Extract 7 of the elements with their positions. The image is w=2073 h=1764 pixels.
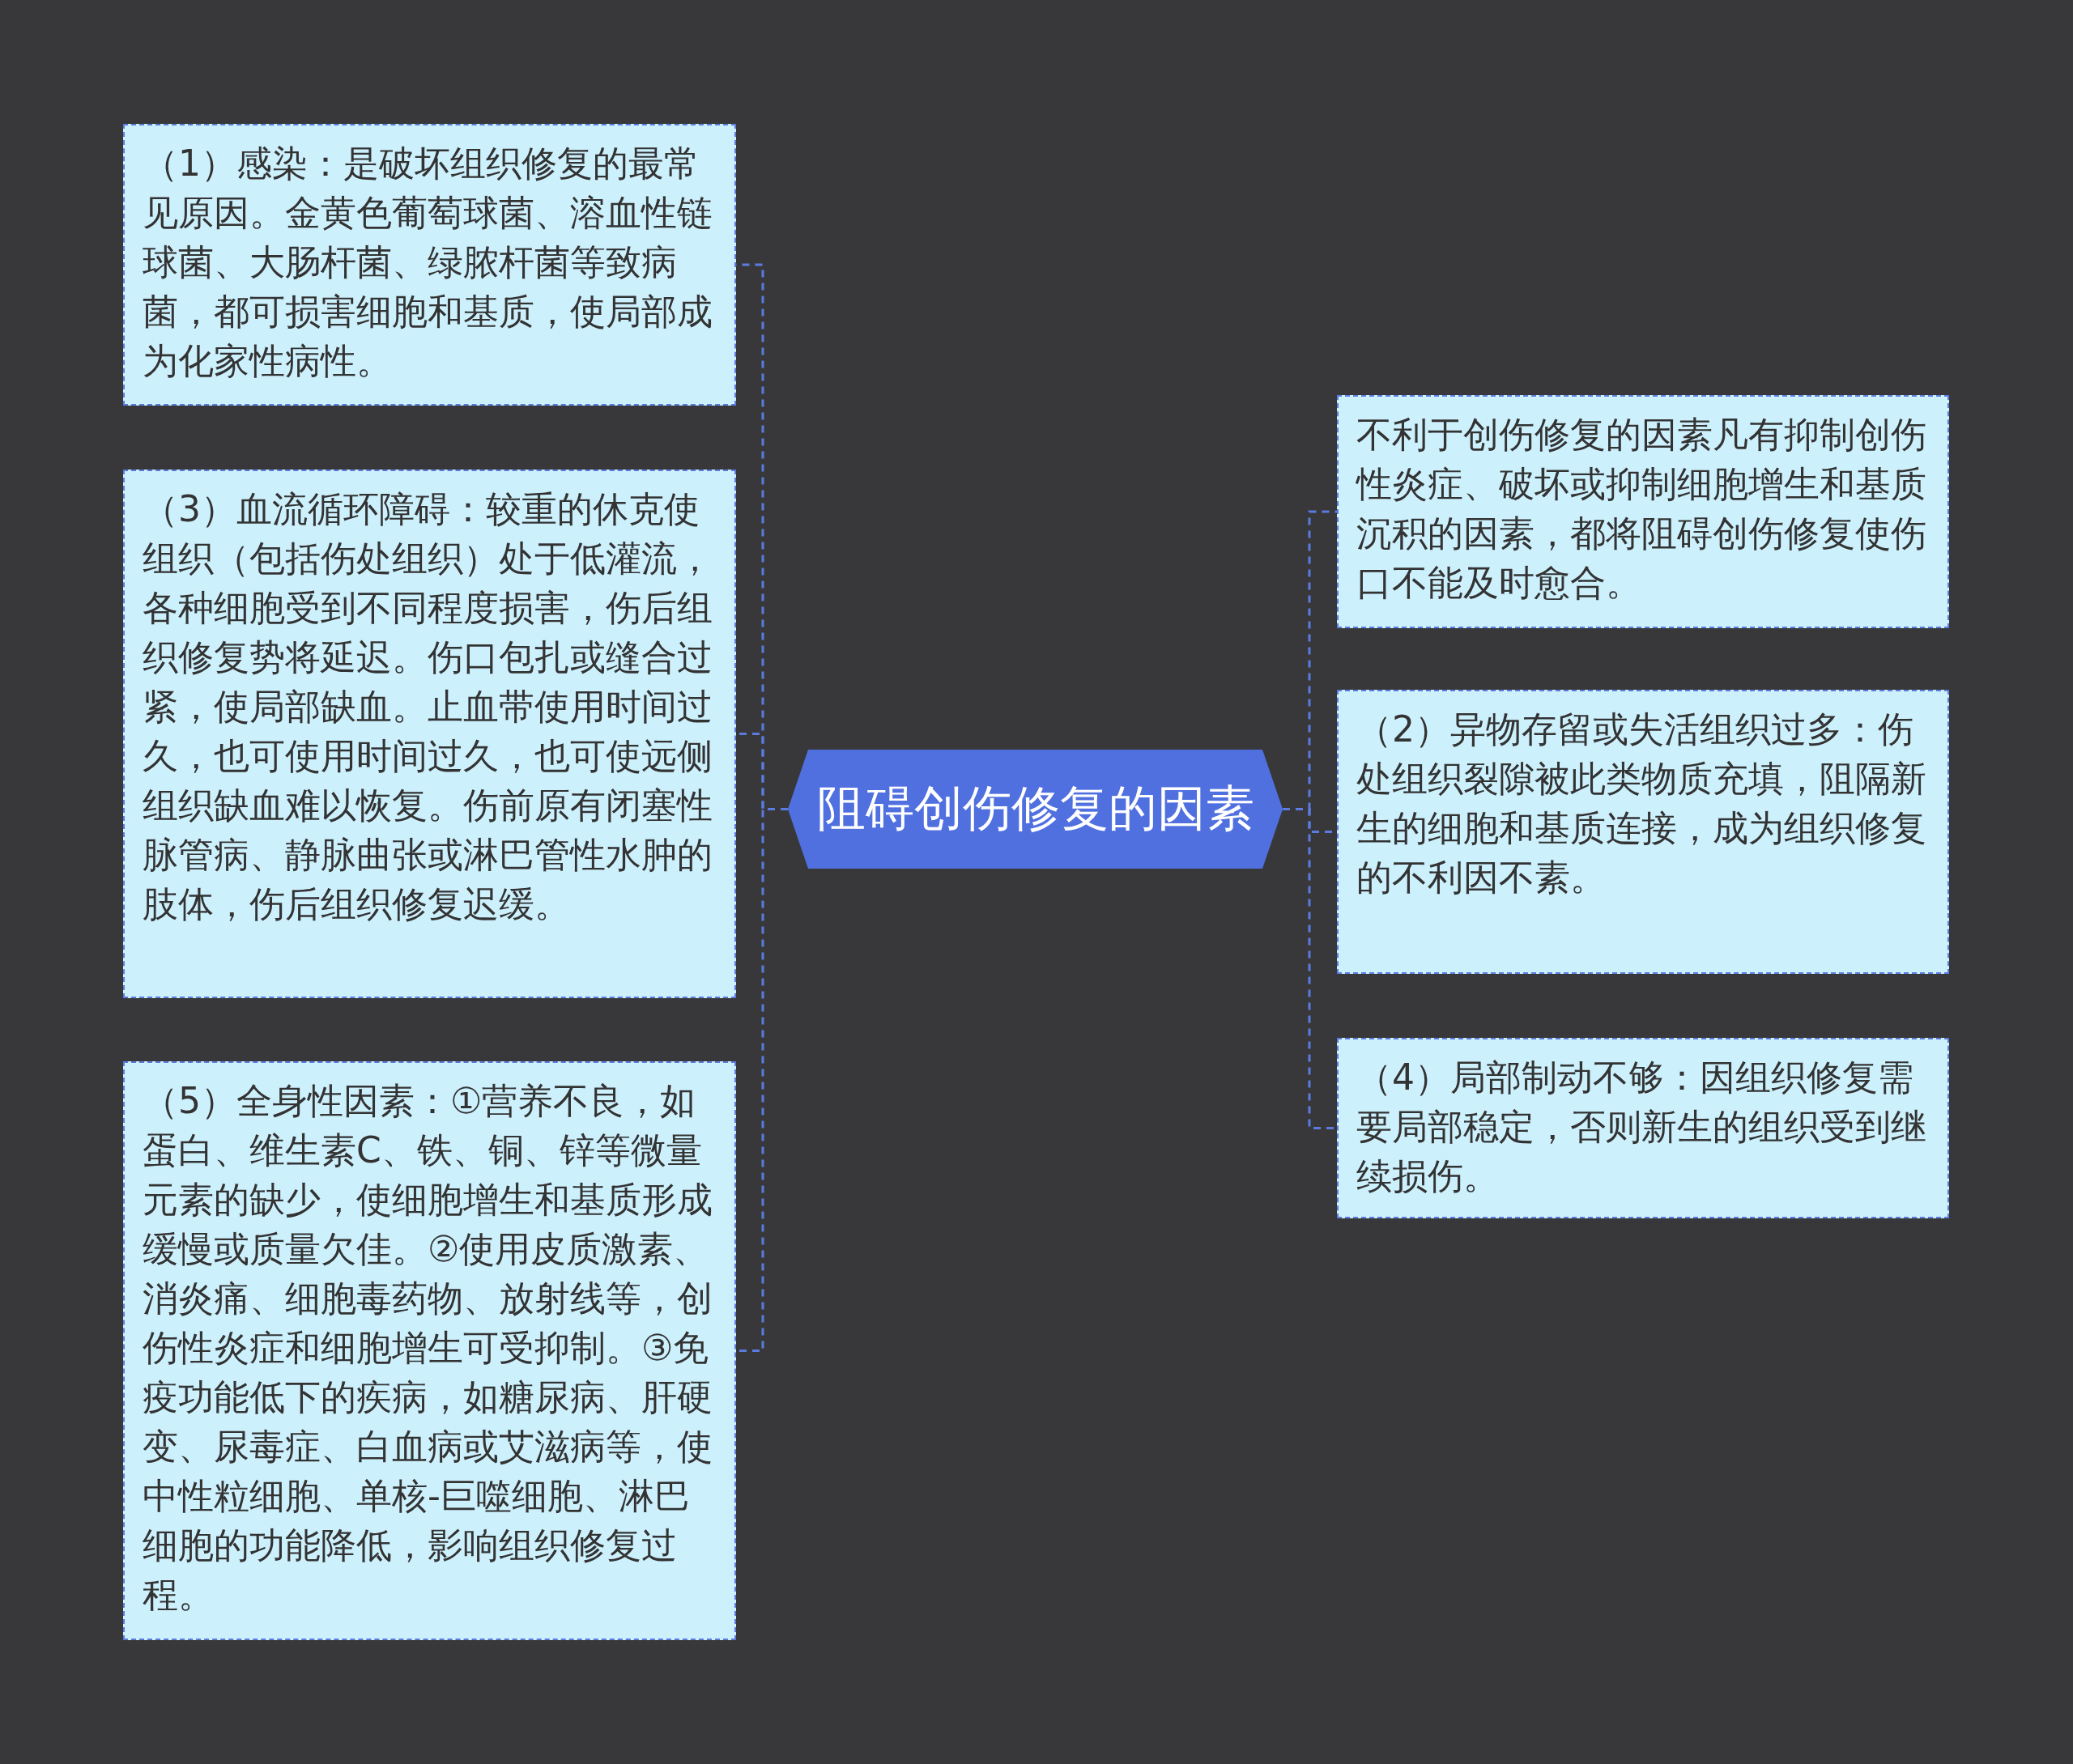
topic-box: （2）异物存留或失活组织过多：伤处组织裂隙被此类物质充填，阻隔新生的细胞和基质连接，成为组织修复的不利因不素。 [1337, 690, 1949, 974]
topic-box: （1）感染：是破坏组织修复的最常见原因。金黄色葡萄球菌、溶血性链球菌、大肠杆菌、绿脓杆菌等致病菌，都可损害细胞和基质，使局部成为化家性病性。 [123, 124, 736, 406]
topic-box: （5）全身性因素：①营养不良，如蛋白、维生素C、铁、铜、锌等微量元素的缺少，使细胞增生和基质形成缓慢或质量欠佳。②使用皮质激素、消炎痛、细胞毒药物、放射线等，创伤性炎症和细胞增生可受抑制。③免疫功能低下的疾病，如糖尿病、肝硬变、尿毒症、白血病或艾滋病等，使中性粒细胞、单核-巨噬细胞、淋巴细胞的功能降低，影响组织修复过程。 [123, 1061, 736, 1640]
topic-box: 不利于创伤修复的因素凡有抑制创伤性炎症、破坏或抑制细胞增生和基质沉积的因素，都将阻碍创伤修复使伤口不能及时愈合。 [1337, 395, 1949, 628]
topic-box: （4）局部制动不够：因组织修复需要局部稳定，否则新生的组织受到继续损伤。 [1337, 1038, 1949, 1218]
topic-box: （3）血流循环障碍：较重的休克使组织（包括伤处组织）处于低灌流，各种细胞受到不同程度损害，伤后组织修复势将延迟。伤口包扎或缝合过紧，使局部缺血。止血带使用时间过久，也可使用时间过久，也可使远侧组织缺血难以恢复。伤前原有闭塞性脉管病、静脉曲张或淋巴管性水肿的肢体，伤后组织修复迟缓。 [123, 470, 736, 998]
central-topic-hexagon: 阻碍创伤修复的因素 [788, 750, 1283, 869]
